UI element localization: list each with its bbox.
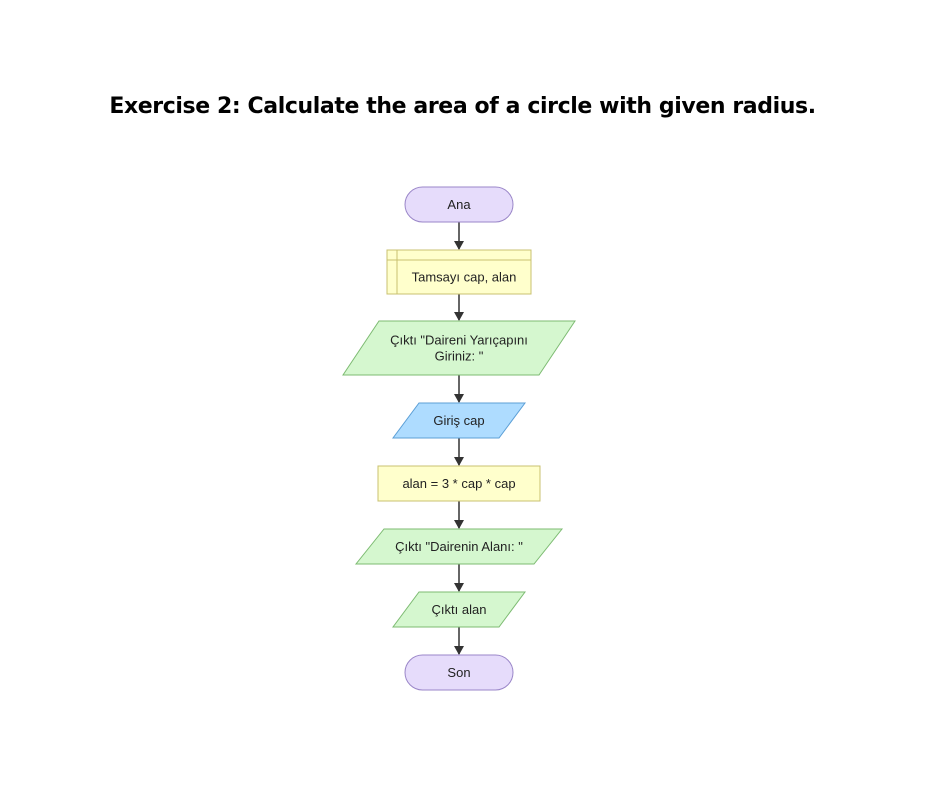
flow-node-output3: Çıktı alan — [392, 591, 526, 628]
terminal-shape — [404, 186, 514, 223]
process-shape — [377, 465, 541, 502]
flow-node-label: Çıktı alan — [432, 602, 487, 617]
flow-node-label: Çıktı "Daireni Yarıçapını — [390, 333, 528, 348]
flow-node-label: Son — [447, 665, 470, 680]
flow-node-end: Son — [404, 654, 514, 691]
flow-node-label: Giriş cap — [433, 413, 484, 428]
flow-node-label: Ana — [447, 197, 471, 212]
flow-node-label: Çıktı "Dairenin Alanı: " — [395, 539, 523, 554]
exercise-title: Exercise 2: Calculate the area of a circ… — [109, 94, 816, 119]
output-shape — [354, 528, 564, 565]
flow-node-output2: Çıktı "Dairenin Alanı: " — [354, 528, 564, 565]
flow-node-input1: Giriş cap — [392, 402, 526, 439]
flow-node-start: Ana — [404, 186, 514, 223]
declare-shape — [386, 249, 532, 295]
flow-node-assign1: alan = 3 * cap * cap — [377, 465, 541, 502]
output-shape — [342, 320, 576, 376]
output-shape — [392, 591, 526, 628]
flow-node-label: Tamsayı cap, alan — [412, 270, 517, 285]
flow-node-declare: Tamsayı cap, alan — [386, 249, 532, 295]
flow-node-label: alan = 3 * cap * cap — [402, 476, 515, 491]
input-shape — [392, 402, 526, 439]
terminal-shape — [404, 654, 514, 691]
flow-node-label: Giriniz: " — [435, 349, 484, 364]
